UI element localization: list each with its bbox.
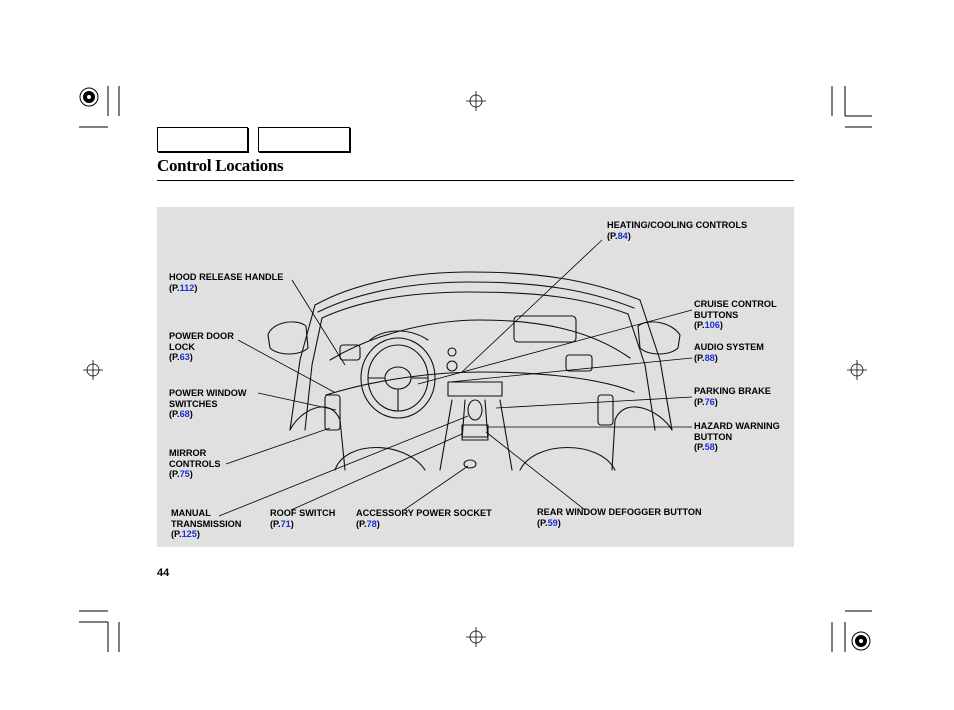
page-reference-link[interactable]: (P.76) [694, 396, 718, 407]
label-audio-system: AUDIO SYSTEM (P.88) [694, 342, 764, 363]
label-text: HAZARD WARNING [694, 421, 780, 431]
label-text: ACCESSORY POWER SOCKET [356, 508, 492, 518]
label-cruise-control: CRUISE CONTROL BUTTONS (P.106) [694, 299, 777, 331]
label-power-window: POWER WINDOW SWITCHES (P.68) [169, 388, 247, 420]
label-mirror-controls: MIRROR CONTROLS (P.75) [169, 448, 221, 480]
page-reference-link[interactable]: (P.63) [169, 352, 193, 362]
label-text: CONTROLS [169, 458, 221, 469]
label-text: ROOF SWITCH [270, 508, 336, 518]
page-number: 44 [157, 567, 170, 579]
page-reference-link[interactable]: (P.71) [270, 518, 294, 529]
label-text: BUTTONS [694, 309, 739, 320]
page-reference-link[interactable]: (P.68) [169, 409, 193, 419]
label-text: PARKING BRAKE [694, 386, 771, 396]
label-text: POWER WINDOW [169, 388, 247, 398]
label-heating-cooling: HEATING/COOLING CONTROLS (P.84) [607, 220, 747, 241]
label-roof-switch: ROOF SWITCH (P.71) [270, 508, 335, 529]
label-text: BUTTON [694, 431, 733, 442]
label-text: TRANSMISSION [171, 518, 242, 529]
label-text: HEATING/COOLING CONTROLS [607, 220, 748, 230]
label-text: CRUISE CONTROL [694, 299, 777, 309]
page-reference-link[interactable]: (P.59) [537, 517, 561, 528]
label-text: SWITCHES [169, 398, 218, 409]
steering-wheel [360, 337, 436, 419]
title-rule [157, 180, 794, 181]
gear-shift-knob [467, 399, 483, 421]
label-text: AUDIO SYSTEM [694, 342, 764, 352]
page-reference-link[interactable]: (P.125) [171, 529, 200, 539]
page-title: Control Locations [157, 156, 284, 175]
label-text: POWER DOOR [169, 331, 234, 341]
windshield-top [314, 271, 641, 306]
rear-view-mirror [513, 315, 577, 343]
page-reference-link[interactable]: (P.78) [356, 518, 380, 529]
illustration-panel [157, 207, 794, 547]
label-parking-brake: PARKING BRAKE (P.76) [694, 386, 771, 407]
nav-tab-box-2[interactable] [258, 127, 350, 152]
label-accessory-power-socket: ACCESSORY POWER SOCKET (P.78) [356, 508, 492, 529]
page-reference-link[interactable]: (P.84) [607, 230, 631, 241]
label-text: MIRROR [169, 448, 207, 458]
left-mirror [267, 321, 309, 355]
label-hood-release: HOOD RELEASE HANDLE (P.112) [169, 272, 283, 293]
label-text: MANUAL [171, 508, 211, 518]
page-reference-link[interactable]: (P.75) [169, 469, 193, 479]
label-text: REAR WINDOW DEFOGGER BUTTON [537, 507, 702, 517]
nav-tab-box-1[interactable] [157, 127, 248, 152]
page-reference-link[interactable]: (P.58) [694, 442, 718, 452]
label-text: HOOD RELEASE HANDLE [169, 272, 284, 282]
page-reference-link[interactable]: (P.112) [169, 282, 198, 293]
page-reference-link[interactable]: (P.88) [694, 352, 718, 363]
label-manual-transmission: MANUAL TRANSMISSION (P.125) [171, 508, 241, 540]
right-mirror [637, 321, 681, 355]
power-socket-shape [463, 459, 477, 469]
label-hazard-warning: HAZARD WARNING BUTTON (P.58) [694, 421, 780, 453]
page-reference-link[interactable]: (P.106) [694, 320, 723, 330]
label-rear-defogger: REAR WINDOW DEFOGGER BUTTON (P.59) [537, 507, 702, 528]
label-text: LOCK [169, 341, 196, 352]
label-power-door-lock: POWER DOOR LOCK (P.63) [169, 331, 234, 363]
